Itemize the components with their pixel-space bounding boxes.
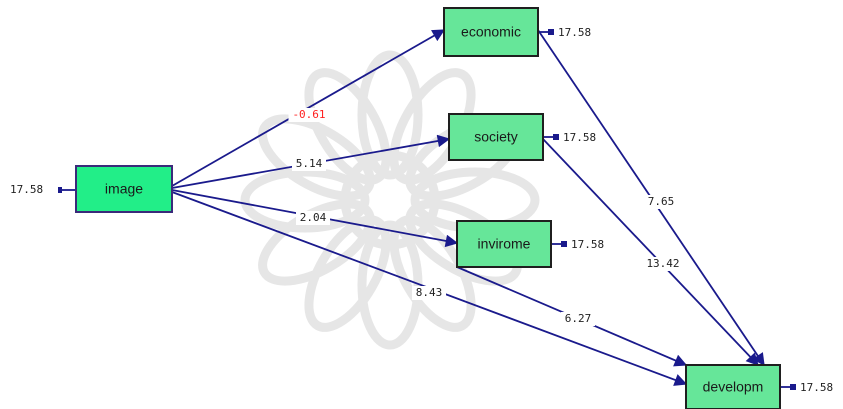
error-value-image: 17.58 — [10, 183, 43, 196]
coefficient-background-image-to-developm — [412, 286, 446, 300]
node-economic[interactable]: economic — [443, 7, 539, 57]
watermark-petal — [304, 215, 391, 332]
error-term-invirome: 17.58 — [551, 238, 604, 251]
error-cap-society — [553, 134, 559, 140]
node-label-invirome: invirome — [478, 236, 531, 252]
coefficient-background-image-to-invirome — [296, 211, 330, 225]
coefficient-label-image-to-society: 5.14 — [296, 157, 323, 170]
node-society[interactable]: society — [448, 113, 544, 161]
error-cap-developm — [790, 384, 796, 390]
error-cap-image — [58, 187, 62, 193]
coefficient-label-image-to-invirome: 2.04 — [300, 211, 327, 224]
node-box-image[interactable] — [75, 165, 173, 213]
node-label-image: image — [105, 181, 143, 197]
node-box-economic[interactable] — [443, 7, 539, 57]
error-cap-economic — [548, 29, 554, 35]
watermark-ornament — [240, 50, 540, 350]
coefficient-label-economic-to-developm: 7.65 — [648, 195, 675, 208]
node-label-society: society — [474, 129, 518, 145]
error-value-economic: 17.58 — [558, 26, 591, 39]
coefficient-background-society-to-developm — [642, 257, 684, 271]
node-box-society[interactable] — [448, 113, 544, 161]
watermark-petal — [357, 220, 423, 350]
coefficient-background-economic-to-developm — [644, 195, 678, 209]
coefficient-labels-layer: -0.61 5.14 2.04 8.43 7.65 13.42 6.27 — [288, 108, 684, 326]
error-value-developm: 17.58 — [800, 381, 833, 394]
watermark-petal — [240, 167, 370, 233]
coefficient-background-image-to-society — [292, 157, 326, 171]
node-developm[interactable]: developm — [685, 364, 781, 409]
error-term-image: 17.58 — [10, 183, 76, 196]
error-terms-layer: 17.58 17.58 17.58 17.58 17.58 — [10, 26, 833, 394]
watermark-petal — [357, 50, 423, 180]
node-invirome[interactable]: invirome — [456, 220, 552, 268]
watermark-petal — [258, 114, 375, 201]
coefficient-label-image-to-economic: -0.61 — [292, 108, 325, 121]
coefficient-label-invirome-to-developm: 6.27 — [565, 312, 592, 325]
error-value-society: 17.58 — [563, 131, 596, 144]
node-box-invirome[interactable] — [456, 220, 552, 268]
error-cap-invirome — [561, 241, 567, 247]
node-label-developm: developm — [703, 379, 764, 395]
error-term-society: 17.58 — [543, 131, 596, 144]
coefficient-label-society-to-developm: 13.42 — [646, 257, 679, 270]
watermark-petal — [405, 199, 522, 286]
watermark-center — [340, 150, 440, 250]
coefficient-label-image-to-developm: 8.43 — [416, 286, 443, 299]
coefficient-background-image-to-economic — [288, 108, 330, 122]
watermark-petal — [304, 68, 391, 185]
error-value-invirome: 17.58 — [571, 238, 604, 251]
coefficient-background-invirome-to-developm — [561, 312, 595, 326]
nodes-layer: image economic society invirome developm — [75, 7, 781, 409]
path-arrow-society-to-developm — [542, 138, 759, 366]
node-image[interactable]: image — [75, 165, 173, 213]
error-term-developm: 17.58 — [780, 381, 833, 394]
error-term-economic: 17.58 — [538, 26, 591, 39]
node-label-economic: economic — [461, 24, 521, 40]
node-box-developm[interactable] — [685, 364, 781, 409]
